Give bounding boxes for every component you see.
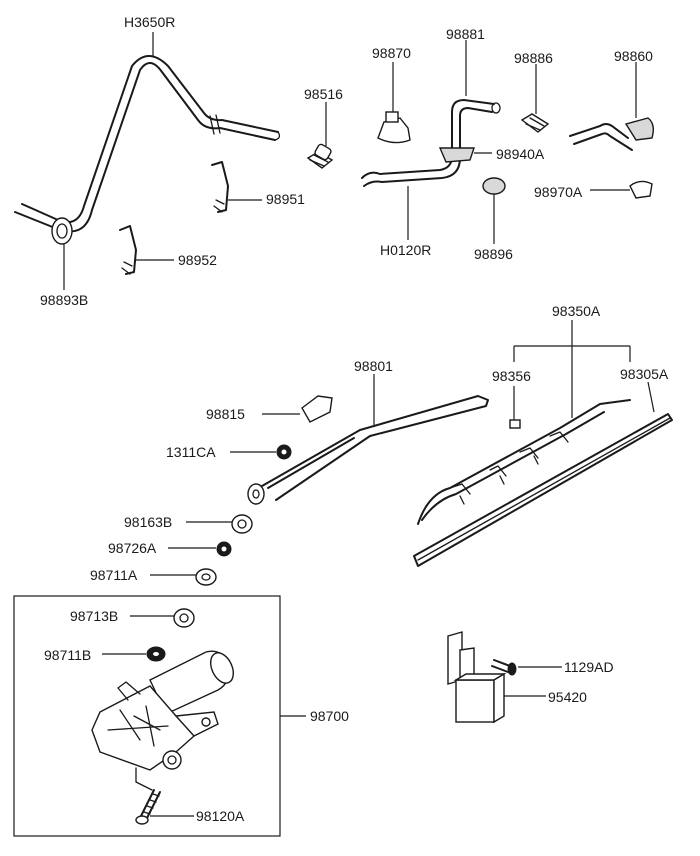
nozzle-98860 — [569, 117, 655, 151]
label-98726a: 98726A — [108, 540, 157, 556]
label-98711a: 98711A — [90, 567, 138, 583]
label-98893b: 98893B — [40, 292, 89, 308]
label-95420: 95420 — [548, 689, 587, 705]
label-98350a: 98350A — [552, 303, 601, 319]
washer-98713b — [173, 608, 195, 628]
clip-98970a — [629, 180, 653, 199]
plug-98896 — [482, 177, 506, 195]
label-98951: 98951 — [266, 191, 305, 207]
relay-95420 — [447, 631, 507, 724]
label-98713b: 98713B — [70, 608, 119, 624]
blade-insert-98305a — [413, 413, 673, 567]
label-h0120r: H0120R — [380, 242, 432, 258]
label-98163b: 98163B — [124, 514, 173, 530]
nut-1311ca — [276, 444, 292, 460]
wiper-motor — [91, 650, 235, 791]
cap-98163b — [231, 514, 253, 534]
cap-98815 — [301, 395, 333, 423]
bolt-98120a — [135, 789, 161, 825]
label-98711b: 98711B — [44, 647, 92, 663]
label-98815: 98815 — [206, 406, 245, 422]
clip-98951 — [211, 161, 229, 213]
label-98886: 98886 — [514, 50, 553, 66]
nut-98726a — [216, 541, 232, 557]
hose-h0120r — [361, 99, 501, 187]
label-98870: 98870 — [372, 45, 411, 61]
tee-98940a — [438, 147, 475, 163]
label-98860: 98860 — [614, 48, 653, 64]
wiper-blade-98350a — [417, 399, 631, 525]
label-h3650r: H3650R — [124, 14, 176, 30]
label-98881: 98881 — [446, 26, 485, 42]
label-98940a: 98940A — [496, 146, 545, 162]
connector-98516 — [306, 143, 334, 169]
clip-98952 — [119, 225, 137, 275]
washer-98711a — [195, 568, 217, 586]
label-1311ca: 1311CA — [166, 444, 216, 460]
grommet-98893b — [51, 217, 73, 245]
label-1129ad: 1129AD — [564, 659, 614, 675]
label-98801: 98801 — [354, 358, 393, 374]
washer-98711b — [146, 646, 166, 662]
label-98952: 98952 — [178, 252, 217, 268]
label-98700: 98700 — [310, 708, 349, 724]
label-98305a: 98305A — [620, 366, 669, 382]
connector-98886 — [520, 113, 550, 133]
label-98516: 98516 — [304, 86, 343, 102]
label-98356: 98356 — [492, 368, 531, 384]
nozzle-98870 — [377, 111, 411, 144]
leader-98305a — [647, 381, 655, 413]
hose-h3650r — [14, 55, 281, 233]
label-98120a: 98120A — [196, 808, 245, 824]
label-98896: 98896 — [474, 246, 513, 262]
label-98970a: 98970A — [534, 184, 583, 200]
clip-98356 — [509, 419, 521, 429]
wiper-arm-98801 — [247, 395, 489, 505]
bolt-1129ad — [491, 659, 517, 676]
